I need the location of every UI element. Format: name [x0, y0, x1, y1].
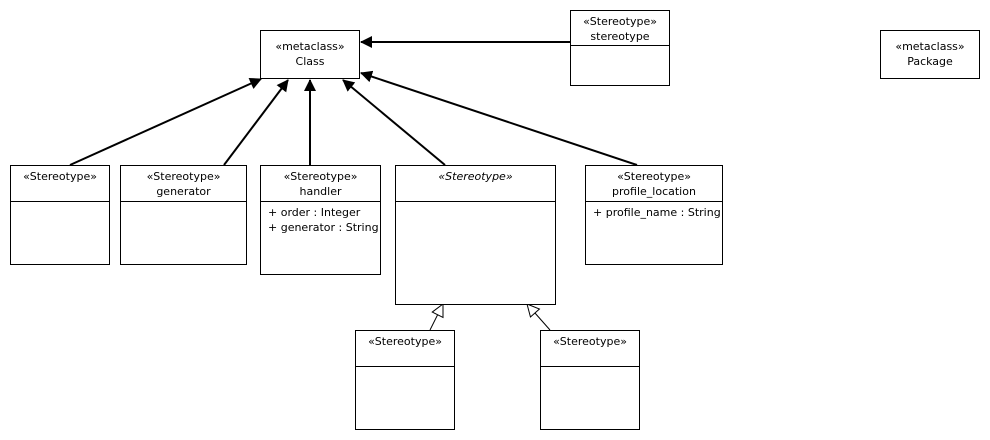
- stereotype-keyword: «Stereotype»: [283, 170, 358, 183]
- metaclass-class[interactable]: «metaclass» Class: [260, 30, 360, 79]
- stereotype-header: «Stereotype» profile_location: [586, 166, 722, 202]
- stereotype-box-handler[interactable]: «Stereotype» handler + order : Integer +…: [260, 165, 381, 275]
- stereotype-name: generator: [156, 185, 211, 198]
- generalization-arrow-right: [527, 304, 551, 331]
- metaclass-package-stereotype: «metaclass»: [895, 40, 965, 53]
- extension-arrow-unnamed-left: [69, 78, 262, 166]
- stereotype-keyword: «Stereotype»: [146, 170, 221, 183]
- stereotype-box-stereotype[interactable]: «Stereotype» stereotype: [570, 10, 670, 86]
- stereotype-keyword: «Stereotype»: [23, 170, 97, 183]
- stereotype-keyword: «Stereotype»: [438, 170, 513, 183]
- stereotype-box-generator[interactable]: «Stereotype» generator: [120, 165, 247, 265]
- stereotype-name: handler: [299, 185, 342, 198]
- metaclass-package-name: Package: [907, 55, 953, 68]
- attribute-order: + order : Integer: [268, 206, 361, 219]
- metaclass-package[interactable]: «metaclass» Package: [880, 30, 980, 79]
- attribute-generator: + generator : String: [268, 221, 379, 234]
- stereotype-box-profile-location[interactable]: «Stereotype» profile_location + profile_…: [585, 165, 723, 265]
- stereotype-header: «Stereotype» handler: [261, 166, 380, 202]
- metaclass-class-stereotype: «metaclass»: [275, 40, 345, 53]
- stereotype-box-child-left[interactable]: «Stereotype»: [355, 330, 455, 430]
- stereotype-keyword: «Stereotype»: [583, 15, 657, 28]
- stereotype-header: «Stereotype»: [541, 331, 639, 367]
- stereotype-name: profile_location: [612, 185, 696, 198]
- extension-arrow-generator: [223, 79, 289, 166]
- stereotype-header: «Stereotype»: [396, 166, 555, 202]
- attribute-list: + order : Integer + generator : String: [261, 202, 380, 235]
- metaclass-class-name: Class: [295, 55, 325, 68]
- stereotype-box-abstract[interactable]: «Stereotype»: [395, 165, 556, 305]
- stereotype-box-unnamed-left[interactable]: «Stereotype»: [10, 165, 110, 265]
- attribute-profile-name: + profile_name : String: [593, 206, 721, 219]
- stereotype-header: «Stereotype» stereotype: [571, 11, 669, 46]
- stereotype-keyword: «Stereotype»: [368, 335, 442, 348]
- attribute-list: + profile_name : String: [586, 202, 722, 220]
- stereotype-box-child-right[interactable]: «Stereotype»: [540, 330, 640, 430]
- stereotype-header: «Stereotype» generator: [121, 166, 246, 202]
- stereotype-name: stereotype: [590, 30, 650, 43]
- extension-arrow-abstract: [342, 79, 446, 166]
- stereotype-keyword: «Stereotype»: [617, 170, 691, 183]
- extension-arrow-profile-location: [360, 70, 638, 166]
- stereotype-header: «Stereotype»: [11, 166, 109, 202]
- stereotype-header: «Stereotype»: [356, 331, 454, 367]
- generalization-arrow-left: [429, 304, 443, 331]
- stereotype-keyword: «Stereotype»: [553, 335, 627, 348]
